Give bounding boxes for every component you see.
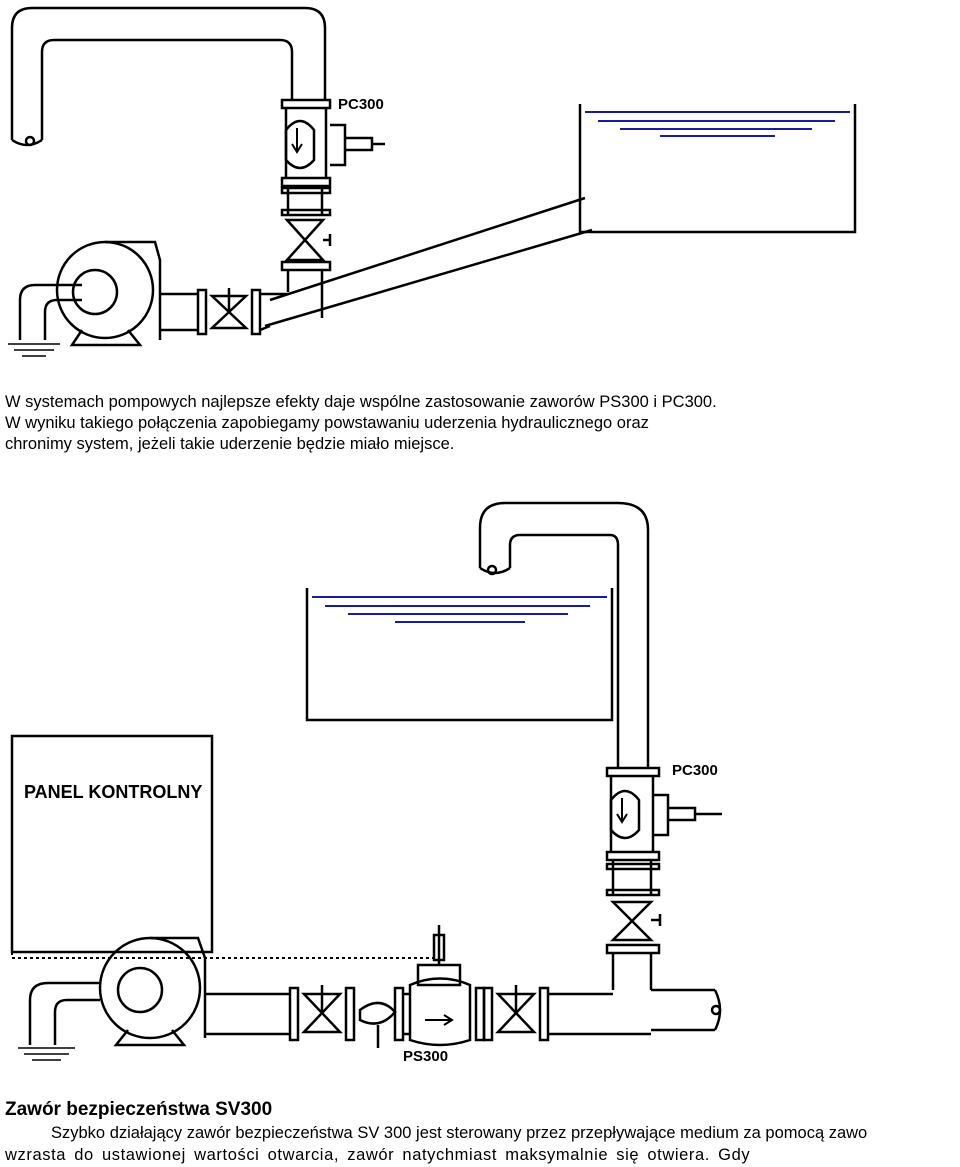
diagram-pump-pc300: PC300 <box>8 6 857 357</box>
section-title: Zawór bezpieczeństwa SV300 <box>5 1099 273 1120</box>
diagram-pump-ps300-pc300: PANEL KONTROLNY PC300 PS300 <box>10 501 722 1065</box>
diagram2-ps300-label: PS300 <box>403 1048 448 1065</box>
section-line-1: Szybko działający zawór bezpieczeństwa S… <box>51 1124 868 1142</box>
diagram1-valve-label: PC300 <box>338 96 384 113</box>
intro-line-3: chronimy system, jeżeli takie uderzenie … <box>5 435 455 453</box>
intro-line-1: W systemach pompowych najlepsze efekty d… <box>5 393 717 411</box>
intro-line-2: W wyniku takiego połączenia zapobiegamy … <box>5 414 649 432</box>
section-line-2: wzrasta do ustawionej wartości otwarcia,… <box>5 1146 751 1164</box>
panel-label: PANEL KONTROLNY <box>24 782 202 802</box>
diagram2-pc300-label: PC300 <box>672 762 718 779</box>
section-body: Szybko działający zawór bezpieczeństwa S… <box>5 1122 960 1166</box>
